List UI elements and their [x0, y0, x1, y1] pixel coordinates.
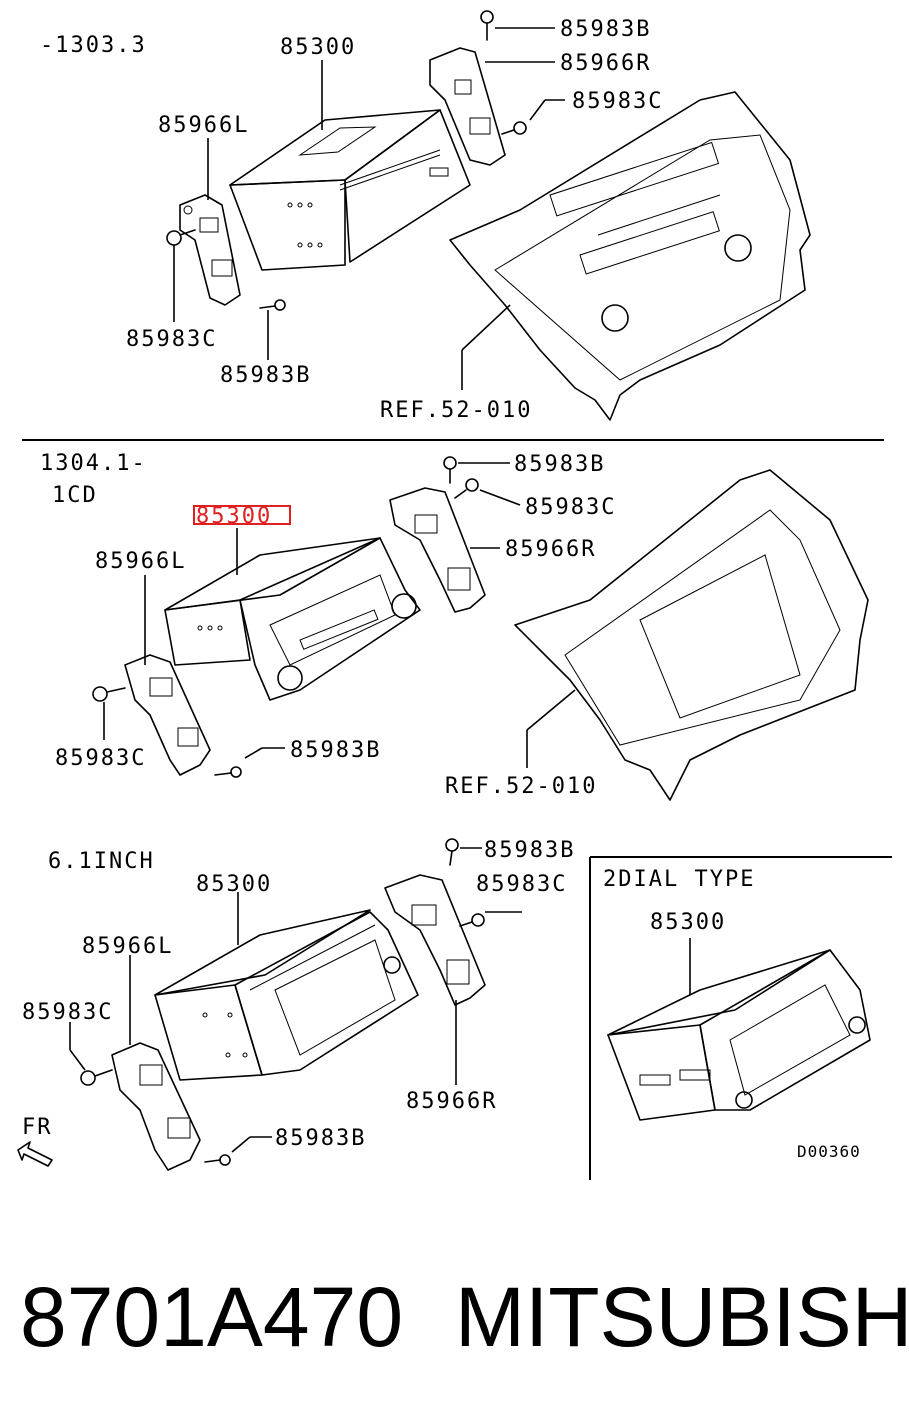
head-unit-inset — [607, 949, 871, 1121]
variant-label-2b: 1CD — [52, 483, 98, 508]
screw-icon — [259, 299, 286, 311]
label-screw-b-bottom-1: 85983B — [220, 363, 311, 388]
bracket-left-2 — [124, 654, 211, 776]
section-1: -1303.3 — [40, 10, 811, 423]
screw-icon — [80, 1069, 113, 1086]
screw-icon — [501, 121, 527, 135]
label-unit-2-highlighted: 85300 — [196, 504, 272, 529]
screw-icon — [204, 1154, 231, 1166]
screw-icon — [214, 766, 242, 778]
bracket-right-1 — [429, 47, 506, 166]
label-screw-b-top-1: 85983B — [560, 17, 651, 42]
section-2: 1304.1- 1CD — [40, 451, 869, 801]
screw-icon — [443, 456, 457, 484]
label-screw-c-top-2: 85983C — [525, 495, 616, 520]
variant-label-1: -1303.3 — [40, 33, 147, 58]
label-bracket-l-1: 85966L — [158, 113, 249, 138]
label-ref-1: REF.52-010 — [380, 398, 532, 423]
footer: 8701A470 MITSUBISHI — [0, 1262, 909, 1372]
head-unit-1 — [229, 109, 471, 271]
label-screw-c-left-3: 85983C — [22, 1000, 113, 1025]
highlight-box — [193, 505, 291, 525]
label-ref-2: REF.52-010 — [445, 774, 597, 799]
inset-2dial: 2DIAL TYPE 85300 D00360 — [589, 856, 892, 1180]
label-bracket-r-1: 85966R — [560, 51, 651, 76]
screw-icon — [454, 478, 479, 499]
brand-name: MITSUBISHI — [455, 1270, 909, 1364]
screw-icon — [459, 913, 485, 927]
part-number: 8701A470 — [20, 1270, 404, 1364]
inset-unit-label: 85300 — [650, 910, 726, 935]
bracket-left-1 — [179, 194, 241, 306]
label-screw-c-top-3: 85983C — [476, 872, 567, 897]
label-bracket-r-2: 85966R — [505, 537, 596, 562]
head-unit-3 — [154, 909, 419, 1081]
label-bracket-r-3: 85966R — [406, 1089, 497, 1114]
variant-label-3: 6.1INCH — [48, 849, 155, 874]
section-3: 6.1INCH FR — [17, 838, 575, 1171]
label-bracket-l-2: 85966L — [95, 549, 186, 574]
bracket-left-3 — [111, 1042, 201, 1171]
front-arrow-icon — [17, 1141, 53, 1167]
dash-panel-2 — [514, 469, 869, 801]
screw-icon — [480, 10, 494, 41]
head-unit-2 — [164, 537, 421, 701]
label-bracket-l-3: 85966L — [82, 934, 173, 959]
label-unit-1: 85300 — [280, 35, 356, 60]
screw-icon — [445, 838, 459, 866]
label-screw-b-top-2: 85983B — [514, 452, 605, 477]
label-screw-b-bottom-2: 85983B — [290, 738, 381, 763]
label-unit-3: 85300 — [196, 872, 272, 897]
direction-label: FR — [22, 1115, 53, 1140]
label-screw-b-bottom-3: 85983B — [275, 1126, 366, 1151]
variant-label-2: 1304.1- — [40, 451, 147, 476]
label-screw-b-top-3: 85983B — [484, 838, 575, 863]
inset-title: 2DIAL TYPE — [603, 867, 755, 892]
label-screw-c-top-1: 85983C — [572, 89, 663, 114]
label-screw-c-left-2: 85983C — [55, 746, 146, 771]
label-screw-c-left-1: 85983C — [126, 327, 217, 352]
dash-panel-1 — [449, 91, 811, 421]
screw-icon — [92, 686, 126, 702]
bracket-right-3 — [384, 874, 486, 1006]
diagram-code: D00360 — [797, 1142, 861, 1161]
bracket-right-2 — [389, 487, 486, 613]
